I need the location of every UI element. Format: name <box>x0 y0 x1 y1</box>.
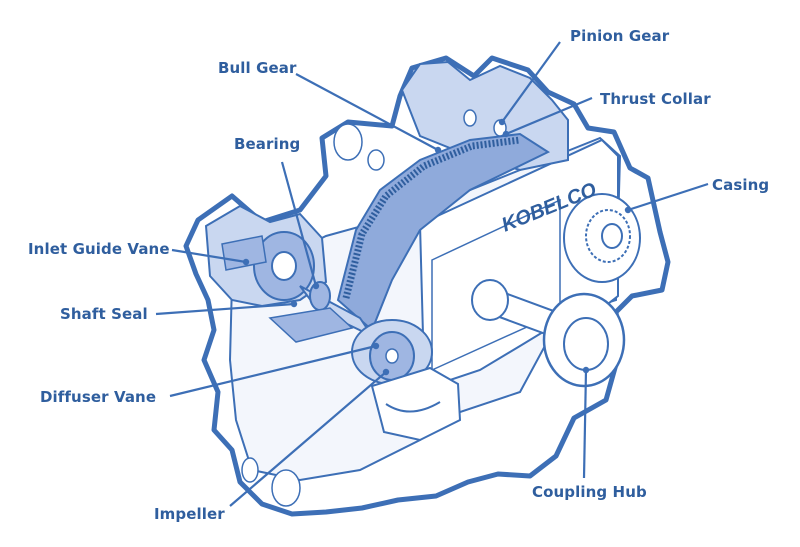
label-pinion-gear: Pinion Gear <box>570 27 670 45</box>
leader-thrust-collar <box>505 96 593 136</box>
volute-curve <box>385 401 441 413</box>
label-inlet-guide-vane: Inlet Guide Vane <box>28 240 170 258</box>
leader-casing <box>627 182 709 212</box>
top-bolts <box>333 109 507 171</box>
shaft-bearing-ring <box>471 279 509 321</box>
leader-impeller <box>229 371 387 507</box>
label-thrust-collar: Thrust Collar <box>600 90 711 108</box>
impeller-hub <box>385 348 399 364</box>
leader-diffuser-vane <box>169 344 377 398</box>
leader-coupling-hub <box>582 369 588 479</box>
shaft-seal-plate <box>268 307 354 343</box>
leader-pinion-gear <box>501 41 561 123</box>
casing-disc-hub <box>601 223 623 249</box>
bottom-bolts <box>241 457 301 507</box>
leader-bull-gear <box>295 73 439 151</box>
leader-shaft-seal <box>155 302 295 316</box>
leader-bearing <box>280 161 318 287</box>
label-coupling-hub: Coupling Hub <box>532 483 647 501</box>
leader-inlet-guide-vane <box>171 248 247 264</box>
bull-gear <box>336 132 551 332</box>
label-diffuser-vane: Diffuser Vane <box>40 388 157 406</box>
leader-dots <box>242 118 632 376</box>
label-shaft-seal: Shaft Seal <box>60 305 148 323</box>
leader-lines <box>155 41 709 507</box>
label-bearing: Bearing <box>234 135 301 153</box>
inlet-duct <box>221 235 267 271</box>
volute-lower <box>370 366 462 442</box>
label-casing: Casing <box>712 176 770 194</box>
label-bull-gear: Bull Gear <box>218 59 297 77</box>
label-impeller: Impeller <box>154 505 225 523</box>
inlet-guide-vane-hub <box>271 251 297 281</box>
coupling-hub-face <box>563 317 609 371</box>
